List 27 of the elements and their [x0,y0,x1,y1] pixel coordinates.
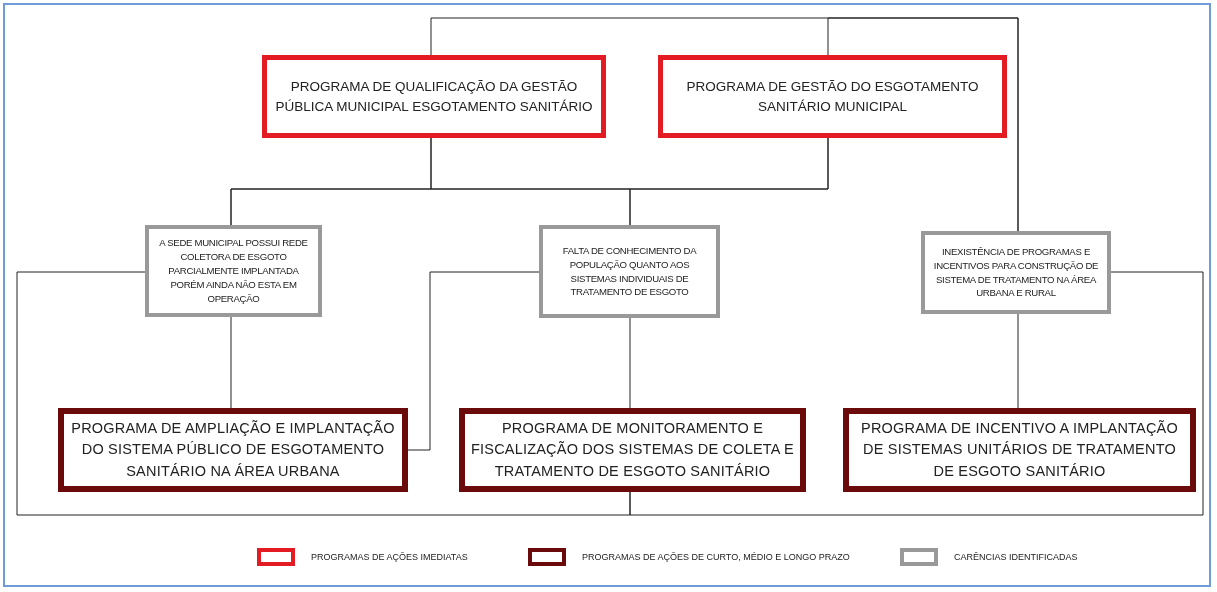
legend-text: PROGRAMAS DE AÇÕES IMEDIATAS [311,552,468,562]
legend-text: CARÊNCIAS IDENTIFICADAS [954,552,1078,562]
connector-line [16,271,631,516]
connector-line [827,17,1019,232]
program-box [459,408,806,492]
connector-line [629,137,829,226]
box-text: PROGRAMA DE GESTÃO DO ESGOTAMENTO SANITÁRIO MUNICIPAL [685,77,980,116]
box-text: INEXISTÊNCIA DE PROGRAMAS E INCENTIVOS PARA CONSTRUÇÃO DE SISTEMA DE TRATAMENTO NA ÁREA URBANA E RURAL [932,244,1100,301]
box-text: PROGRAMA DE QUALIFICAÇÃO DA GESTÃO PÚBLICA MUNICIPAL ESGOTAMENTO SANITÁRIO [274,77,594,116]
legend-text: PROGRAMAS DE AÇÕES DE CURTO, MÉDIO E LONGO PRAZO [582,552,850,562]
program-box [658,55,1007,138]
box-text: PROGRAMA DE AMPLIAÇÃO E IMPLANTAÇÃO DO SISTEMA PÚBLICO DE ESGOTAMENTO SANITÁRIO NA ÁREA URBANA [70,419,396,481]
issue-box [539,225,720,318]
box-text: PROGRAMA DE INCENTIVO A IMPLANTAÇÃO DE SISTEMAS UNITÁRIOS DE TRATAMENTO DE ESGOTO SANITÁRIO [860,419,1179,481]
box-text: PROGRAMA DE MONITORAMENTO E FISCALIZAÇÃO DOS SISTEMAS DE COLETA E TRATAMENTO DE ESGOTO SANITÁRIO [471,419,794,481]
connector-line [629,271,1204,516]
connector-line [230,316,232,409]
connector-line [1017,313,1019,409]
program-box [262,55,606,138]
issue-box [145,225,322,317]
program-box [58,408,408,492]
box-text: A SEDE MUNICIPAL POSSUI REDE COLETORA DE ESGOTO PARCIALMENTE IMPLANTADA PORÉM AINDA NÃO ESTA EM OPERAÇÃO [158,236,309,306]
issue-box [921,231,1111,314]
box-text: FALTA DE CONHECIMENTO DA POPULAÇÃO QUANTO AOS SISTEMAS INDIVIDUAIS DE TRATAMENTO DE ESGOTO [561,243,698,300]
program-box [843,408,1196,492]
connector-line [407,271,540,451]
connector-line [629,317,631,409]
